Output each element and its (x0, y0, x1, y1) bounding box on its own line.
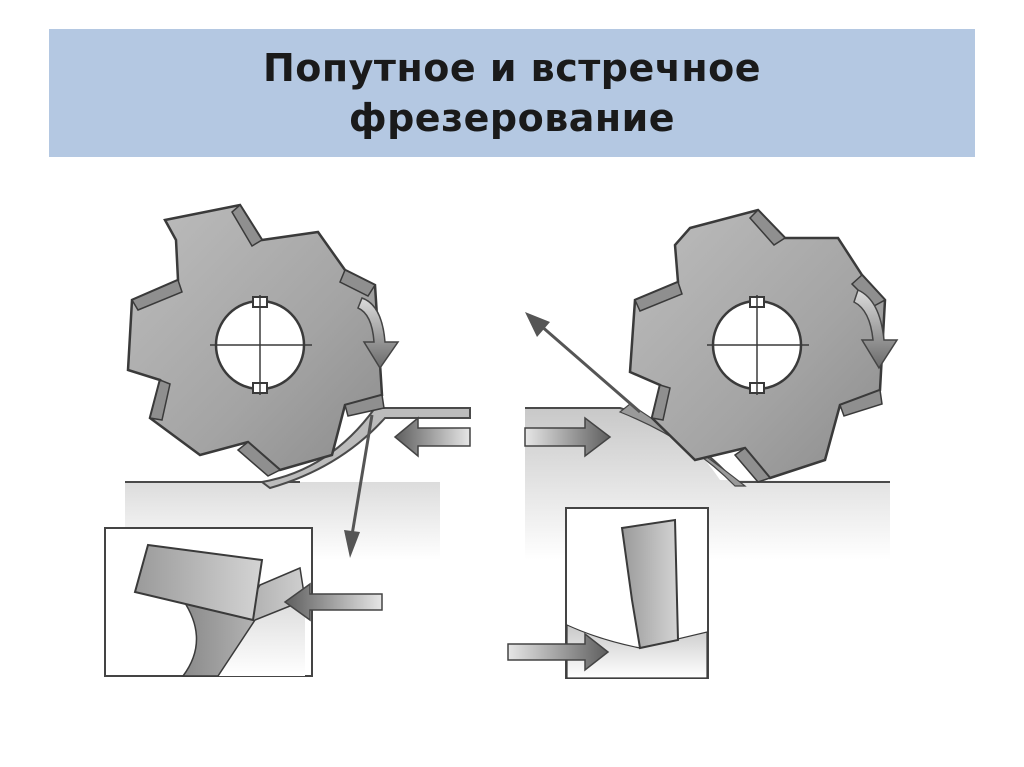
title-band: Попутное и встречное фрезерование (49, 29, 975, 157)
left-inset-wedge (181, 566, 306, 677)
right-force-line (539, 323, 641, 414)
climb-milling-figure (104, 203, 471, 677)
right-tooth-insert (651, 384, 671, 421)
right-tooth-insert (839, 388, 883, 417)
left-force-arrowhead (344, 530, 360, 558)
right-rotation-arrow (853, 288, 899, 370)
left-tooth-insert (236, 441, 282, 477)
left-inset-feed-arrow (283, 582, 383, 622)
left-tooth-insert (130, 278, 183, 311)
right-tooth-insert (633, 280, 683, 312)
left-feed-arrow (393, 416, 471, 458)
left-tooth-insert (344, 394, 385, 417)
left-tooth-insert (231, 203, 264, 248)
right-inset-detail (507, 507, 709, 679)
right-inset-feed-arrow (507, 632, 610, 672)
right-inset-tool (620, 518, 680, 650)
right-tooth-insert (748, 208, 787, 246)
left-chip-curve (259, 407, 471, 490)
left-tooth-insert (149, 378, 171, 421)
right-tooth-insert (733, 446, 772, 483)
title-line-2: фрезерование (348, 96, 676, 140)
right-inset-workpiece (566, 624, 708, 679)
slide-title: Попутное и встречное фрезерование (263, 43, 761, 143)
left-rotation-arrow (357, 297, 400, 370)
title-line-1: Попутное и встречное (263, 46, 761, 90)
left-inset-detail (104, 527, 383, 677)
right-feed-arrow (524, 416, 612, 458)
right-force-arrowhead (525, 312, 550, 337)
left-inset-tool (133, 543, 264, 622)
left-tooth-insert (339, 268, 377, 297)
conventional-milling-figure (507, 208, 899, 679)
left-force-line (350, 414, 374, 536)
